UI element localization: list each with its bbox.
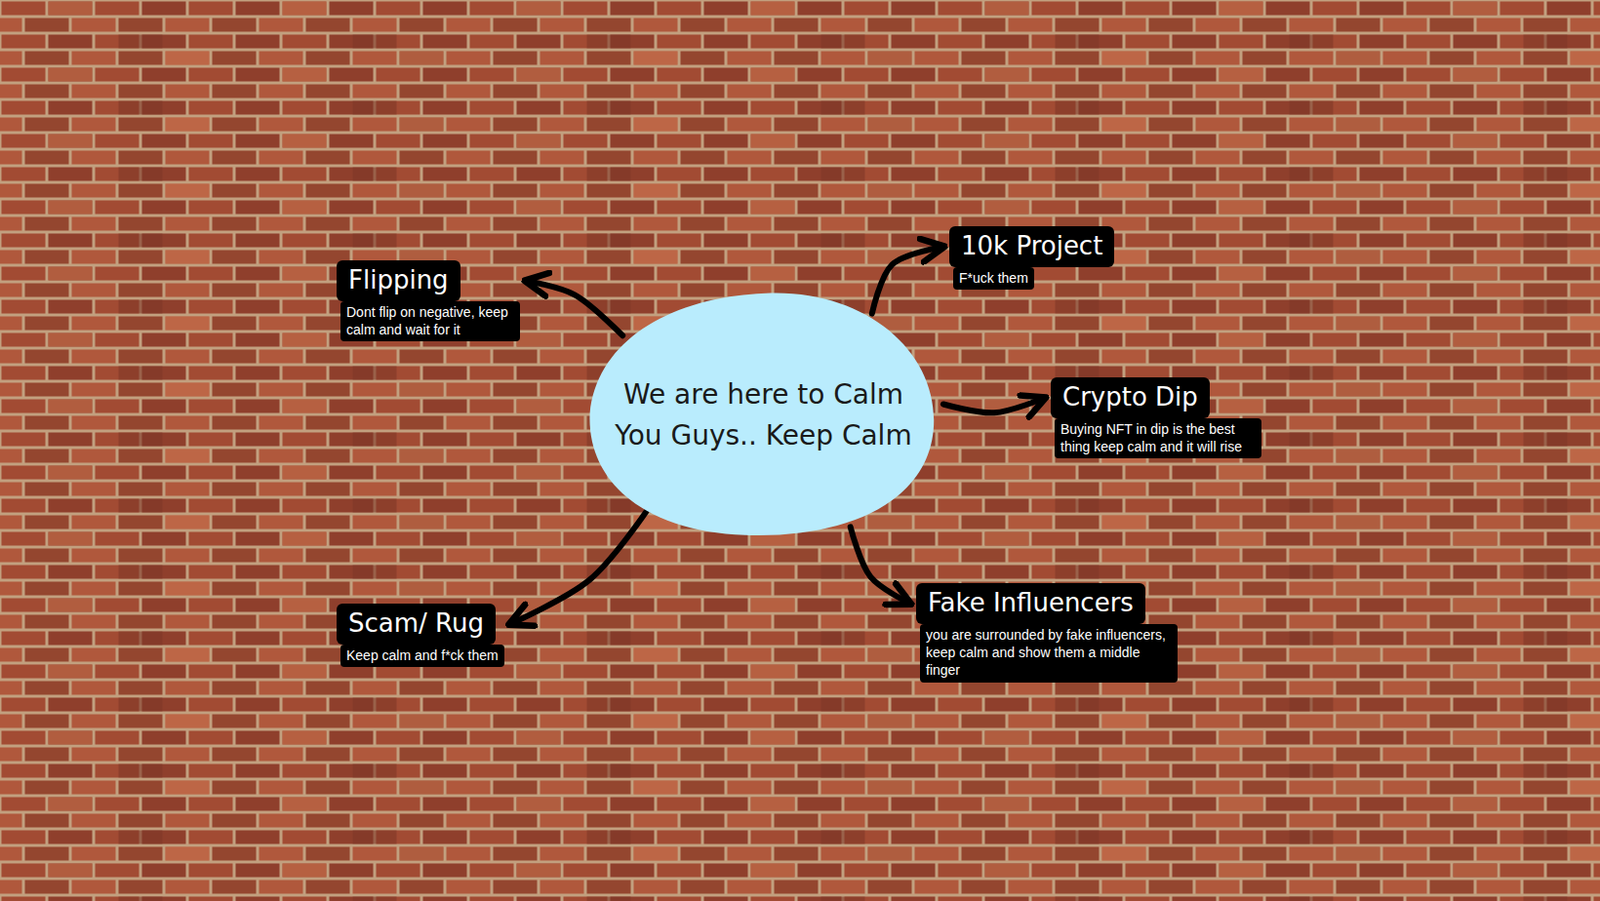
center-message: We are here to Calm You Guys.. Keep Calm bbox=[612, 374, 916, 457]
topic-node: Scam/ RugKeep calm and f*ck them bbox=[336, 603, 505, 668]
topic-note: F*uck them bbox=[953, 267, 1035, 290]
topic-node: 10k ProjectF*uck them bbox=[949, 226, 1115, 290]
center-blob: We are here to Calm You Guys.. Keep Calm bbox=[586, 290, 941, 541]
topic-heading: Scam/ Rug bbox=[336, 603, 496, 645]
topic-heading: Flipping bbox=[336, 260, 461, 302]
topic-heading: 10k Project bbox=[949, 226, 1115, 268]
curved-arrow bbox=[872, 246, 944, 315]
topic-heading: Crypto Dip bbox=[1050, 377, 1210, 419]
topic-heading: Fake Influencers bbox=[916, 583, 1146, 625]
blob-fill bbox=[589, 292, 934, 536]
topic-note: Keep calm and f*ck them bbox=[340, 644, 505, 668]
curved-arrow bbox=[525, 280, 623, 336]
topic-node: Fake Influencersyou are surrounded by fa… bbox=[916, 583, 1178, 683]
topic-node: Crypto DipBuying NFT in dip is the best … bbox=[1050, 377, 1262, 459]
curved-arrow bbox=[850, 526, 911, 604]
blob-shape bbox=[586, 290, 941, 541]
topic-note: Dont flip on negative, keep calm and wai… bbox=[340, 301, 520, 342]
topic-note: Buying NFT in dip is the best thing keep… bbox=[1054, 418, 1262, 459]
curved-arrow bbox=[943, 398, 1045, 413]
curved-arrow bbox=[510, 512, 646, 625]
topic-note: you are surrounded by fake influencers, … bbox=[920, 624, 1178, 683]
topic-node: FlippingDont flip on negative, keep calm… bbox=[336, 260, 520, 342]
